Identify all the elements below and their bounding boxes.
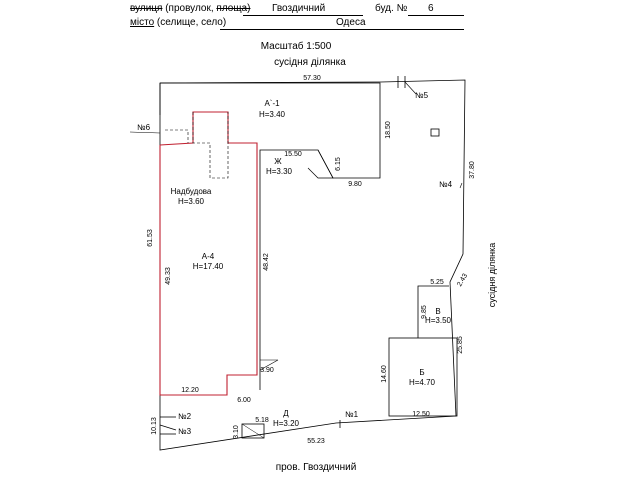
label-a4-height: Н=17.40	[193, 262, 224, 271]
city-underline	[220, 29, 464, 30]
leader-4	[459, 182, 463, 189]
dim-3-10: 3.10	[233, 425, 240, 439]
nadbudova-dashed	[192, 112, 229, 179]
city-type-label: місто (селище, село)	[130, 17, 226, 29]
dim-5-25: 5.25	[430, 279, 444, 286]
building-v-outline	[417, 285, 449, 338]
marker-4: №4	[439, 180, 453, 189]
dim-55-23: 55.23	[307, 438, 325, 445]
lot-boundary	[159, 79, 466, 451]
nadbudova-dashed-left	[165, 129, 189, 143]
dim-57-30: 57.30	[303, 75, 321, 82]
label-a1-name: А`-1	[264, 99, 280, 108]
building-b-outline	[388, 337, 458, 417]
dim-61-53: 61.53	[147, 229, 154, 247]
building-step-diag	[259, 359, 279, 371]
dim-6-15: 6.15	[335, 157, 342, 171]
city-label: місто	[130, 17, 155, 28]
street-type-label: вулиця (провулок, площа)	[130, 3, 250, 15]
street-value: Гвоздичний	[272, 3, 326, 14]
building-number-value: 6	[428, 3, 434, 14]
dim-12-20: 12.20	[181, 387, 199, 394]
marker-3: №3	[178, 427, 192, 436]
dim-3-90: 3.90	[260, 367, 274, 374]
dim-9-80: 9.80	[348, 181, 362, 188]
dim-49-33: 49.33	[165, 267, 172, 285]
building-zh-triangle	[307, 149, 334, 179]
label-zh-height: Н=3.30	[266, 167, 293, 176]
dim-15-50: 15.50	[284, 151, 302, 158]
dim-18-50: 18.50	[385, 121, 392, 139]
leader-5	[404, 81, 417, 95]
street-bottom-label: пров. Гвоздичний	[275, 462, 357, 473]
dim-10-13: 10.13	[151, 417, 158, 435]
street-label-struck: вулиця	[130, 3, 163, 14]
dim-6-00: 6.00	[237, 397, 251, 404]
marker-1: №1	[345, 410, 359, 419]
dim-37-80: 37.80	[469, 161, 476, 179]
marker-5: №5	[415, 91, 429, 100]
building-main-outline	[159, 82, 381, 390]
label-nadbudova-height: Н=3.60	[178, 197, 205, 206]
marker-2: №2	[178, 412, 192, 421]
dim-5-18: 5.18	[255, 417, 269, 424]
dim-48-42: 48.42	[263, 253, 270, 271]
label-a1-height: Н=3.40	[259, 110, 286, 119]
dim-14-60: 14.60	[381, 365, 388, 383]
gate-mark-3	[159, 424, 177, 431]
label-nadbudova-name: Надбудова	[171, 187, 212, 196]
street-underline	[243, 15, 363, 16]
building-underline	[408, 15, 464, 16]
city-value: Одеса	[336, 17, 366, 28]
building-d-outline	[241, 423, 265, 439]
street-label-mid: (провулок,	[162, 3, 217, 14]
leader-6	[129, 131, 161, 134]
label-d-height: Н=3.20	[273, 419, 300, 428]
label-a4-name: А-4	[202, 252, 215, 261]
neighbor-right-label: сусідня ділянка	[487, 243, 497, 307]
well-square	[430, 128, 440, 137]
dim-25-85: 25.85	[457, 336, 464, 354]
building-number-label: буд. №	[375, 3, 408, 14]
street-label-struck2: площа)	[216, 3, 251, 14]
label-zh-name: Ж	[274, 157, 282, 166]
label-b-height: Н=4.70	[409, 378, 436, 387]
label-b-name: Б	[419, 368, 424, 377]
dim-9-85: 9.85	[421, 305, 428, 319]
building-d-diag	[241, 423, 265, 439]
neighbor-top-label: сусідня ділянка	[274, 57, 346, 68]
scale-label: Масштаб 1:500	[260, 41, 332, 52]
label-v-name: В	[435, 307, 440, 316]
label-v-height: Н=3.50	[425, 316, 452, 325]
dim-2-43: 2.43	[456, 273, 469, 288]
dim-12-50: 12.50	[412, 411, 430, 418]
marker-6: №6	[137, 123, 151, 132]
city-label-rest: (селище, село)	[154, 17, 227, 28]
label-d-name: Д	[283, 409, 289, 418]
